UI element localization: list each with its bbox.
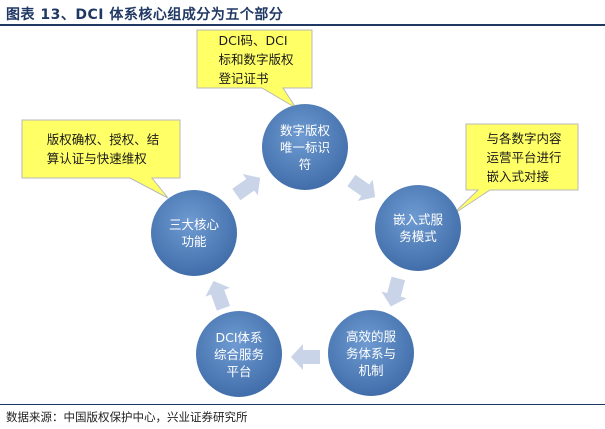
callout-dci-code-shape: [196, 29, 313, 109]
node-efficient-service-circle: [328, 310, 414, 396]
node-efficient-service-label: 高效的服 务体系与 机制: [345, 328, 396, 378]
node-dci-platform-label: DCI体系 综合服务 平台: [213, 329, 264, 379]
top-rule: [0, 24, 605, 26]
cycle-arrow-3: [291, 344, 320, 370]
callout-platform-embed-text: 与各数字内容 运营平台进行 嵌入式对接: [486, 130, 562, 184]
cycle-arrow-2: [381, 276, 407, 307]
node-three-core-label: 三大核心 功能: [168, 217, 219, 249]
callout-dci-code-text: DCI码、DCI 标和数字版权 登记证书: [218, 32, 294, 86]
callout-core-functions-shape: [21, 119, 181, 199]
cycle-arrow-4: [205, 280, 231, 311]
node-embedded-service-circle: [375, 185, 461, 271]
cycle-arrow-5: [232, 174, 261, 201]
node-unique-id-circle: [262, 104, 348, 190]
node-dci-platform-circle: [196, 311, 282, 397]
callout-platform-embed-shape: [451, 123, 579, 216]
cycle-arrow-1: [347, 174, 376, 201]
bottom-rule: [0, 404, 605, 405]
figure-source: 数据来源：中国版权保护中心，兴业证券研究所: [6, 410, 248, 424]
node-three-core-circle: [151, 190, 237, 276]
callout-core-functions-text: 版权确权、授权、结 算认证与快速维权: [46, 132, 160, 166]
node-unique-id-label: 数字版权 唯一标识 符: [279, 122, 330, 172]
node-embedded-service-label: 嵌入式服 务模式: [392, 212, 443, 244]
figure-title: 图表 13、DCI 体系核心组成分为五个部分: [6, 7, 284, 23]
